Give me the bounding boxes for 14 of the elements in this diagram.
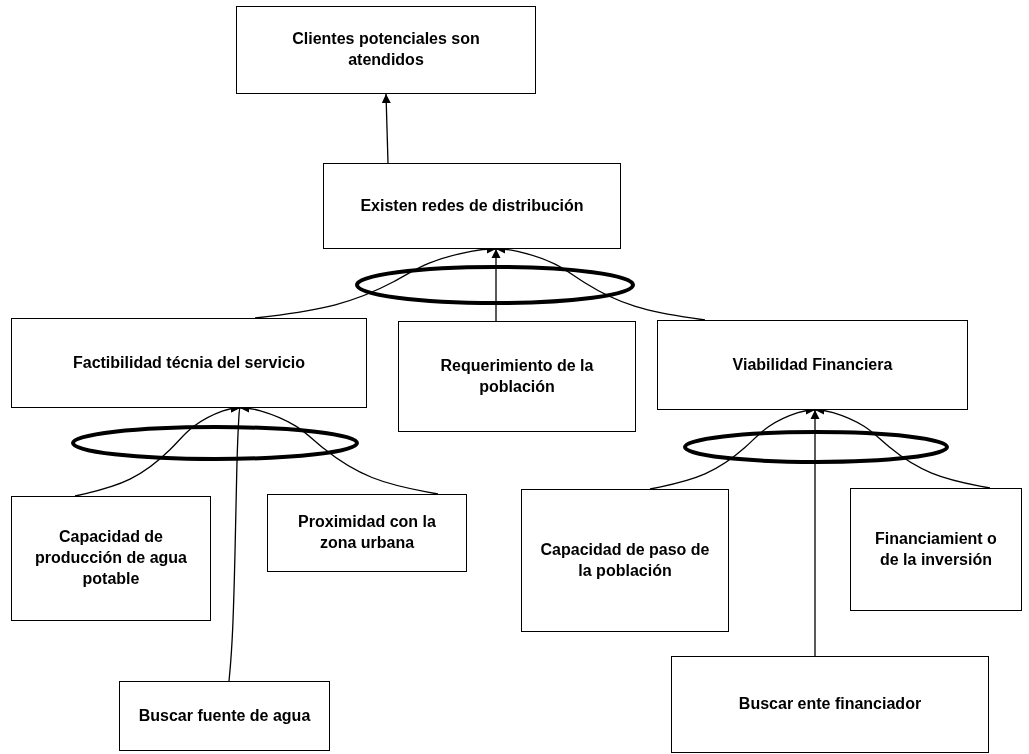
arrow [491, 248, 501, 322]
process-box: Requerimiento de la población [398, 321, 636, 432]
process-box: Financiamient o de la inversión [850, 488, 1022, 611]
process-box: Factibilidad técnia del servicio [11, 318, 367, 408]
process-box: Viabilidad Financiera [657, 320, 968, 410]
process-box: Clientes potenciales son atendidos [236, 6, 536, 94]
process-box: Capacidad de producción de agua potable [11, 496, 211, 621]
process-box: Buscar ente financiador [671, 656, 989, 753]
process-box: Buscar fuente de agua [119, 681, 330, 751]
arrow [381, 93, 391, 164]
process-box: Capacidad de paso de la población [521, 489, 729, 632]
process-box: Proximidad con la zona urbana [267, 494, 467, 572]
arrow [810, 409, 820, 657]
process-box: Existen redes de distribución [323, 163, 621, 249]
